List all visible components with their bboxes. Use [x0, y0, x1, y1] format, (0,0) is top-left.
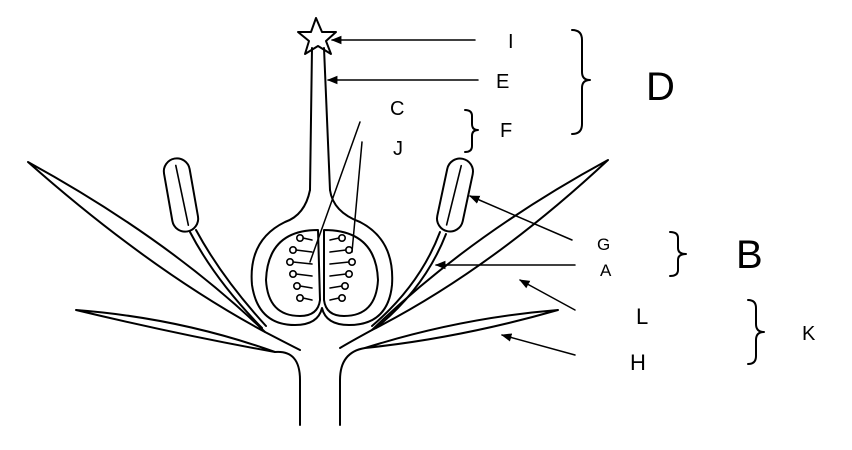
style: [309, 47, 331, 191]
petal-right: [371, 159, 609, 331]
label-F: F: [500, 120, 512, 142]
receptacle-base: [264, 329, 373, 351]
stamen-right: [371, 157, 474, 329]
brace-D: [571, 29, 591, 135]
stalk: [274, 350, 301, 426]
ovules-left: [285, 234, 313, 302]
brace-F: [464, 109, 479, 153]
ovules-right: [329, 234, 356, 302]
pointer-L: [519, 279, 576, 311]
petal-left: [27, 161, 266, 333]
pointer-H: [500, 333, 576, 356]
label-D: D: [646, 65, 675, 109]
stigma: [297, 17, 337, 55]
stalk-right-edge: [339, 347, 366, 426]
label-L: L: [636, 304, 648, 329]
label-C: C: [390, 98, 404, 120]
label-I: I: [508, 31, 514, 53]
pointer-J: [351, 141, 363, 253]
label-G: G: [597, 235, 610, 254]
label-E: E: [496, 71, 509, 93]
label-H: H: [630, 350, 646, 375]
brace-B: [669, 231, 687, 277]
sepal-left: [75, 309, 276, 353]
label-B: B: [736, 233, 763, 277]
ovary-chamber-left: [265, 229, 321, 317]
stamen-left: [162, 157, 267, 329]
pointer-C: [309, 121, 361, 263]
ovary-wall: [250, 189, 394, 326]
brace-K: [747, 299, 765, 365]
label-A: A: [600, 261, 612, 280]
ovary-chamber-right: [323, 229, 379, 317]
pointer-G: [469, 195, 573, 241]
label-J: J: [393, 138, 403, 160]
label-K: K: [802, 323, 816, 345]
